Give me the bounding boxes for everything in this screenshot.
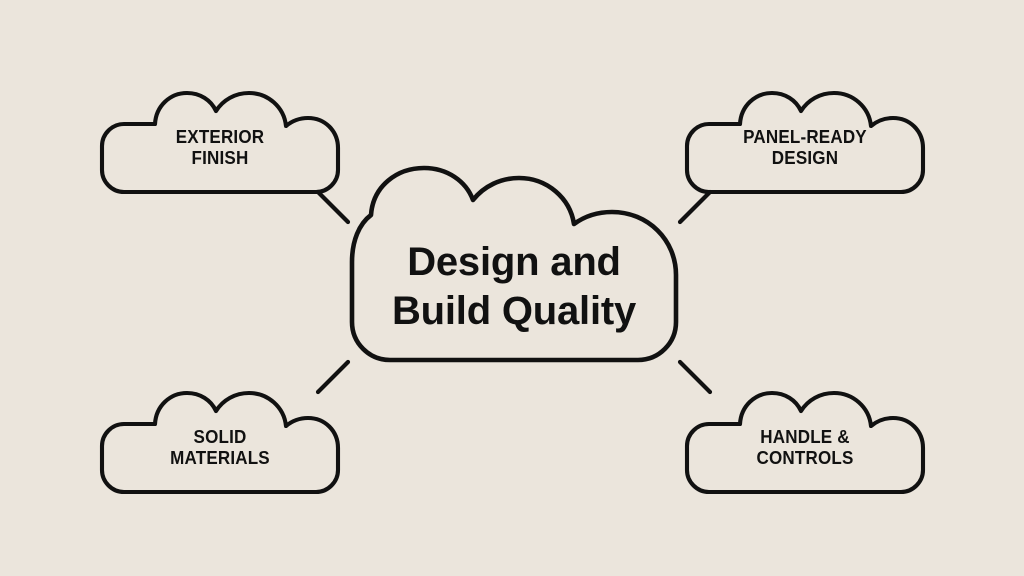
cloud-outline-solid-materials <box>99 390 341 495</box>
node-handle-controls-shape[interactable] <box>684 390 926 495</box>
connector-center-to-panel-ready-design <box>677 189 713 225</box>
cloud-outline-handle-controls <box>684 390 926 495</box>
cloud-outline-panel-ready-design <box>684 90 926 195</box>
node-exterior-finish-shape[interactable] <box>99 90 341 195</box>
connector-center-to-handle-controls <box>677 359 713 395</box>
node-solid-materials-shape[interactable] <box>99 390 341 495</box>
node-panel-ready-design-shape[interactable] <box>684 90 926 195</box>
cloud-outline-exterior-finish <box>99 90 341 195</box>
center-cloud-outline <box>349 165 679 363</box>
connector-group <box>315 189 713 395</box>
connector-center-to-solid-materials <box>315 359 351 395</box>
connector-center-to-exterior-finish <box>315 189 351 225</box>
center-node-exterior-shape[interactable] <box>349 165 679 363</box>
